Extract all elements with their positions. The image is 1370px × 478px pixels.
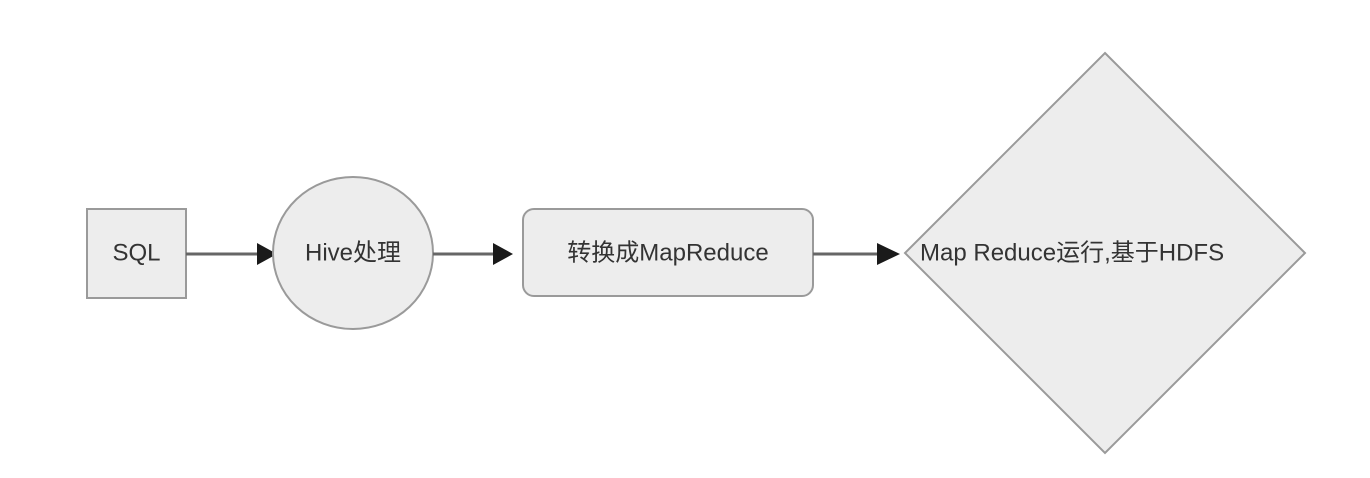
sql-label: SQL [112, 239, 160, 266]
edge-sql-hive[interactable] [186, 243, 277, 265]
edge-convert-mapreduce-arrowhead [877, 243, 900, 265]
mapreduce-diamond-shape[interactable] [903, 51, 1307, 455]
node-hive[interactable]: Hive处理 [272, 176, 434, 330]
sql-rectangle-shape[interactable] [86, 208, 187, 299]
edge-convert-mapreduce[interactable] [813, 243, 900, 265]
convert-label: 转换成MapReduce [567, 239, 768, 266]
mapreduce-label: Map Reduce运行,基于HDFS [920, 239, 1224, 266]
node-sql[interactable]: SQL [86, 208, 187, 299]
edge-hive-convert[interactable] [433, 243, 513, 265]
node-mapreduce[interactable]: Map Reduce运行,基于HDFS [903, 51, 1307, 455]
edge-sql-hive-arrowhead [257, 243, 277, 265]
edge-hive-convert-arrowhead [493, 243, 513, 265]
hive-label: Hive处理 [305, 239, 401, 266]
node-convert[interactable]: 转换成MapReduce [522, 208, 814, 297]
